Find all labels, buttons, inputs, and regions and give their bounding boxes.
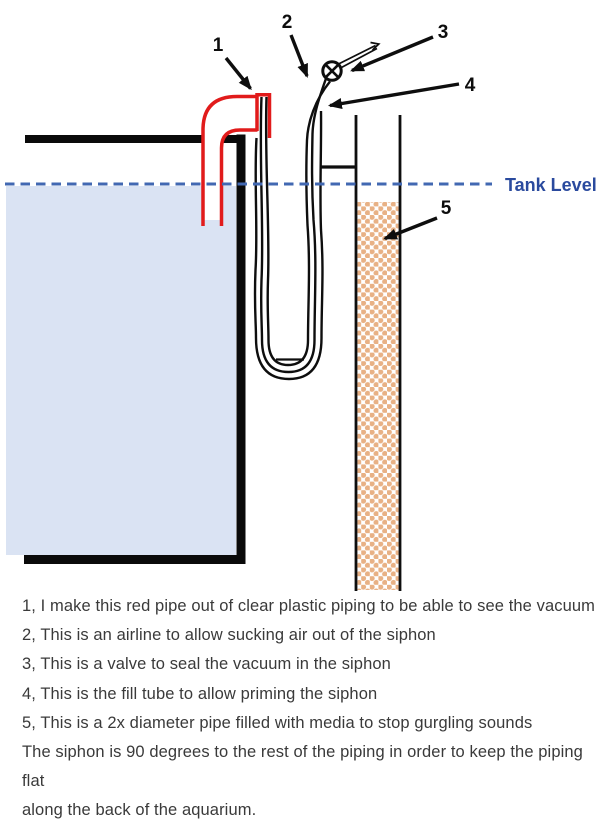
note-line-3: 3, This is a valve to seal the vacuum in… — [22, 655, 391, 674]
note-line-7: along the back of the aquarium. — [22, 801, 257, 820]
callout-labels: 1 2 3 4 5 — [213, 12, 476, 219]
note-line-6: The siphon is 90 degrees to the rest of … — [22, 743, 583, 791]
red-inlet-pipe — [201, 92, 272, 226]
media-standpipe — [321, 115, 402, 591]
siphon-outer-wall — [253, 110, 324, 381]
note-line-4: 4, This is the fill tube to allow primin… — [22, 684, 378, 703]
callout-4-label: 4 — [465, 75, 476, 96]
tank-level-label: Tank Level — [505, 175, 597, 195]
airline-valve — [321, 41, 381, 82]
callout-1-label: 1 — [213, 35, 224, 56]
tank-level-indicator: Tank Level — [5, 175, 597, 195]
siphon-u-tube — [253, 78, 331, 381]
callout-5-label: 5 — [441, 198, 452, 219]
callout-5-arrow — [383, 216, 438, 241]
callout-1-arrow — [224, 56, 252, 91]
note-line-2: 2, This is an airline to allow sucking a… — [22, 626, 436, 645]
media-fill — [357, 202, 399, 590]
note-line-5: 5, This is a 2x diameter pipe filled wit… — [22, 713, 533, 732]
callout-3-label: 3 — [438, 22, 449, 43]
siphon-diagram-canvas: 1 2 3 4 5 Tank Level — [5, 12, 597, 591]
callout-2-label: 2 — [282, 12, 293, 33]
siphon-inner-wall-airline-outer — [259, 78, 328, 374]
callout-4-arrow — [327, 82, 460, 110]
tank-water-fill — [6, 186, 236, 555]
callout-arrows — [224, 34, 460, 241]
valve-cross-icon — [324, 63, 340, 79]
note-line-1: 1, I make this red pipe out of clear pla… — [22, 597, 595, 615]
airline-free-end — [337, 41, 381, 69]
red-pipe-inner-wall — [219, 128, 258, 226]
callout-3-arrow — [350, 35, 434, 73]
notes-block: 1, I make this red pipe out of clear pla… — [22, 592, 600, 826]
red-pipe-interior — [203, 96, 257, 220]
airline-tip-arrow-icon — [370, 41, 381, 51]
red-pipe-top-stub — [255, 92, 272, 138]
siphon-diagram-page: 1 2 3 4 5 Tank Level 1, I make this red … — [5, 12, 597, 820]
red-pipe-outer-wall — [201, 94, 258, 226]
aquarium-tank — [6, 134, 246, 564]
callout-2-arrow — [289, 34, 309, 78]
